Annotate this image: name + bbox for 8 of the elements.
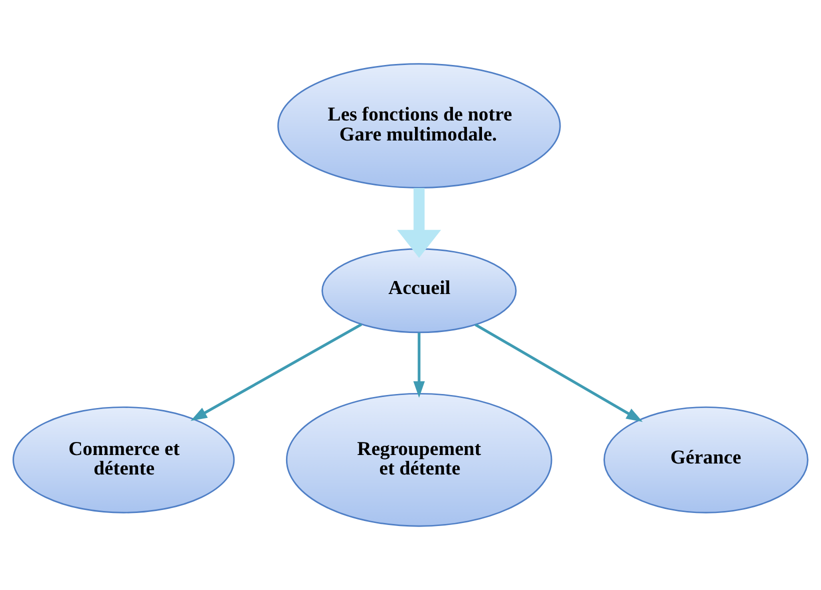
node-ellipse: Les fonctions de notre Gare multimodale. xyxy=(277,63,561,188)
arrow xyxy=(474,324,643,422)
node-ellipse: Accueil xyxy=(322,248,517,334)
arrow xyxy=(413,332,425,398)
node-ellipse: Regroupement et détente xyxy=(286,392,552,527)
arrow xyxy=(190,323,362,421)
node-ellipse: Gérance xyxy=(603,406,808,514)
arrow xyxy=(397,188,442,258)
